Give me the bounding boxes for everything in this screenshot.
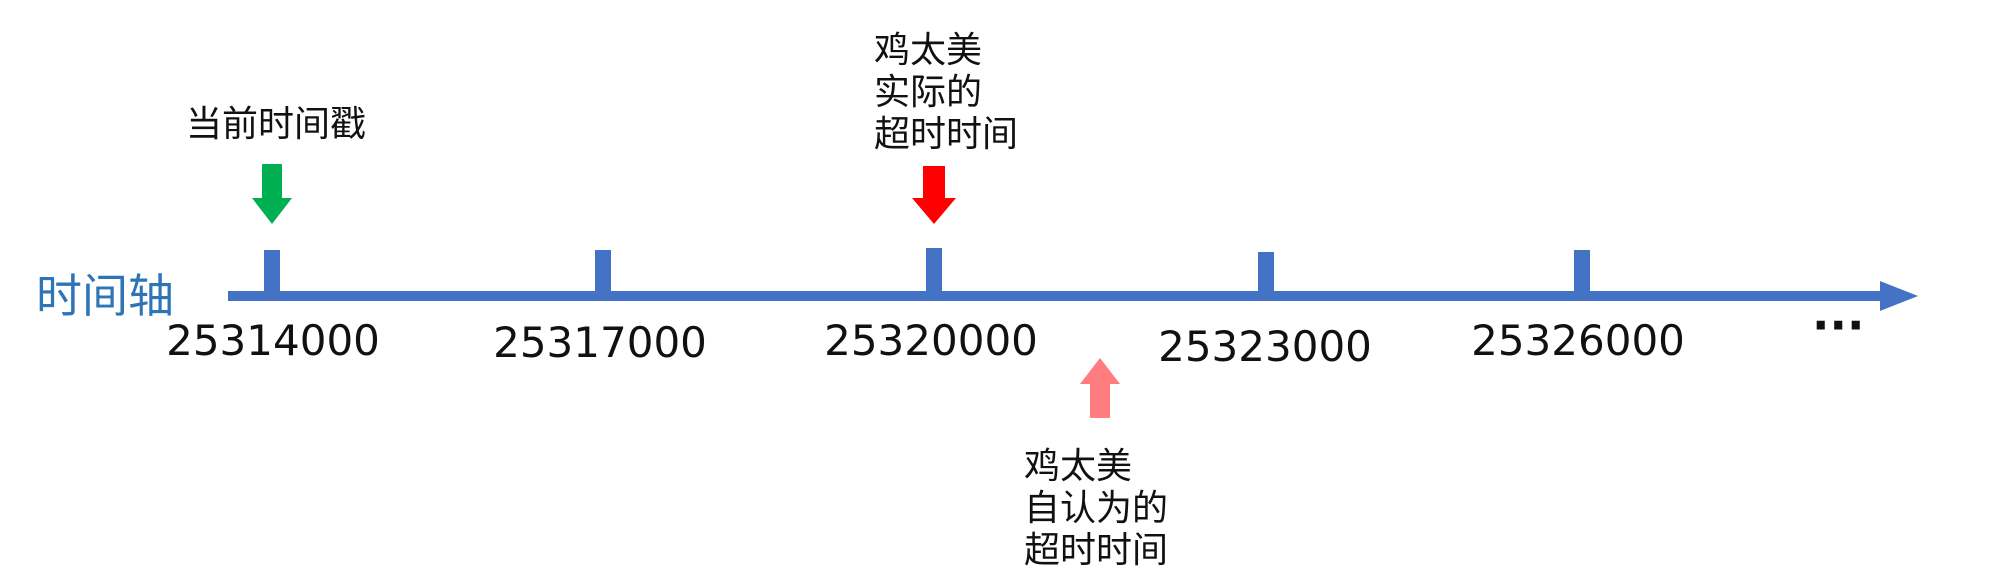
current-timestamp-arrow-icon (252, 164, 292, 224)
tick-mark-25314000 (264, 250, 280, 296)
assumed-timeout-note-line-3: 超时时间 (1024, 530, 1169, 571)
actual-timeout-note: 鸡太美 实际的 超时时间 (874, 30, 1018, 156)
timeline-arrowhead-icon (1880, 281, 1918, 311)
timeline-continuation-ellipsis: ··· (1812, 298, 1865, 352)
actual-timeout-arrow-icon (912, 166, 956, 224)
tick-label-25326000: 25326000 (1471, 316, 1685, 365)
tick-mark-25326000 (1574, 250, 1590, 296)
actual-timeout-note-line-1: 鸡太美 (874, 30, 983, 71)
assumed-timeout-note-line-1: 鸡太美 (1024, 446, 1133, 487)
current-timestamp-note: 当前时间戳 (186, 104, 367, 145)
tick-mark-25317000 (595, 250, 611, 296)
tick-mark-25323000 (1258, 252, 1274, 296)
tick-label-25314000: 25314000 (166, 316, 380, 365)
assumed-timeout-note-line-2: 自认为的 (1024, 488, 1169, 529)
tick-label-25320000: 25320000 (824, 316, 1038, 365)
assumed-timeout-arrow-icon (1080, 358, 1120, 418)
tick-label-25323000: 25323000 (1158, 322, 1372, 371)
tick-label-25317000: 25317000 (493, 318, 707, 367)
actual-timeout-note-line-3: 超时时间 (874, 114, 1019, 155)
actual-timeout-note-line-2: 实际的 (874, 72, 983, 113)
assumed-timeout-note: 鸡太美 自认为的 超时时间 (1024, 446, 1168, 572)
tick-mark-25320000 (926, 248, 942, 296)
timeline-title: 时间轴 (36, 269, 174, 323)
